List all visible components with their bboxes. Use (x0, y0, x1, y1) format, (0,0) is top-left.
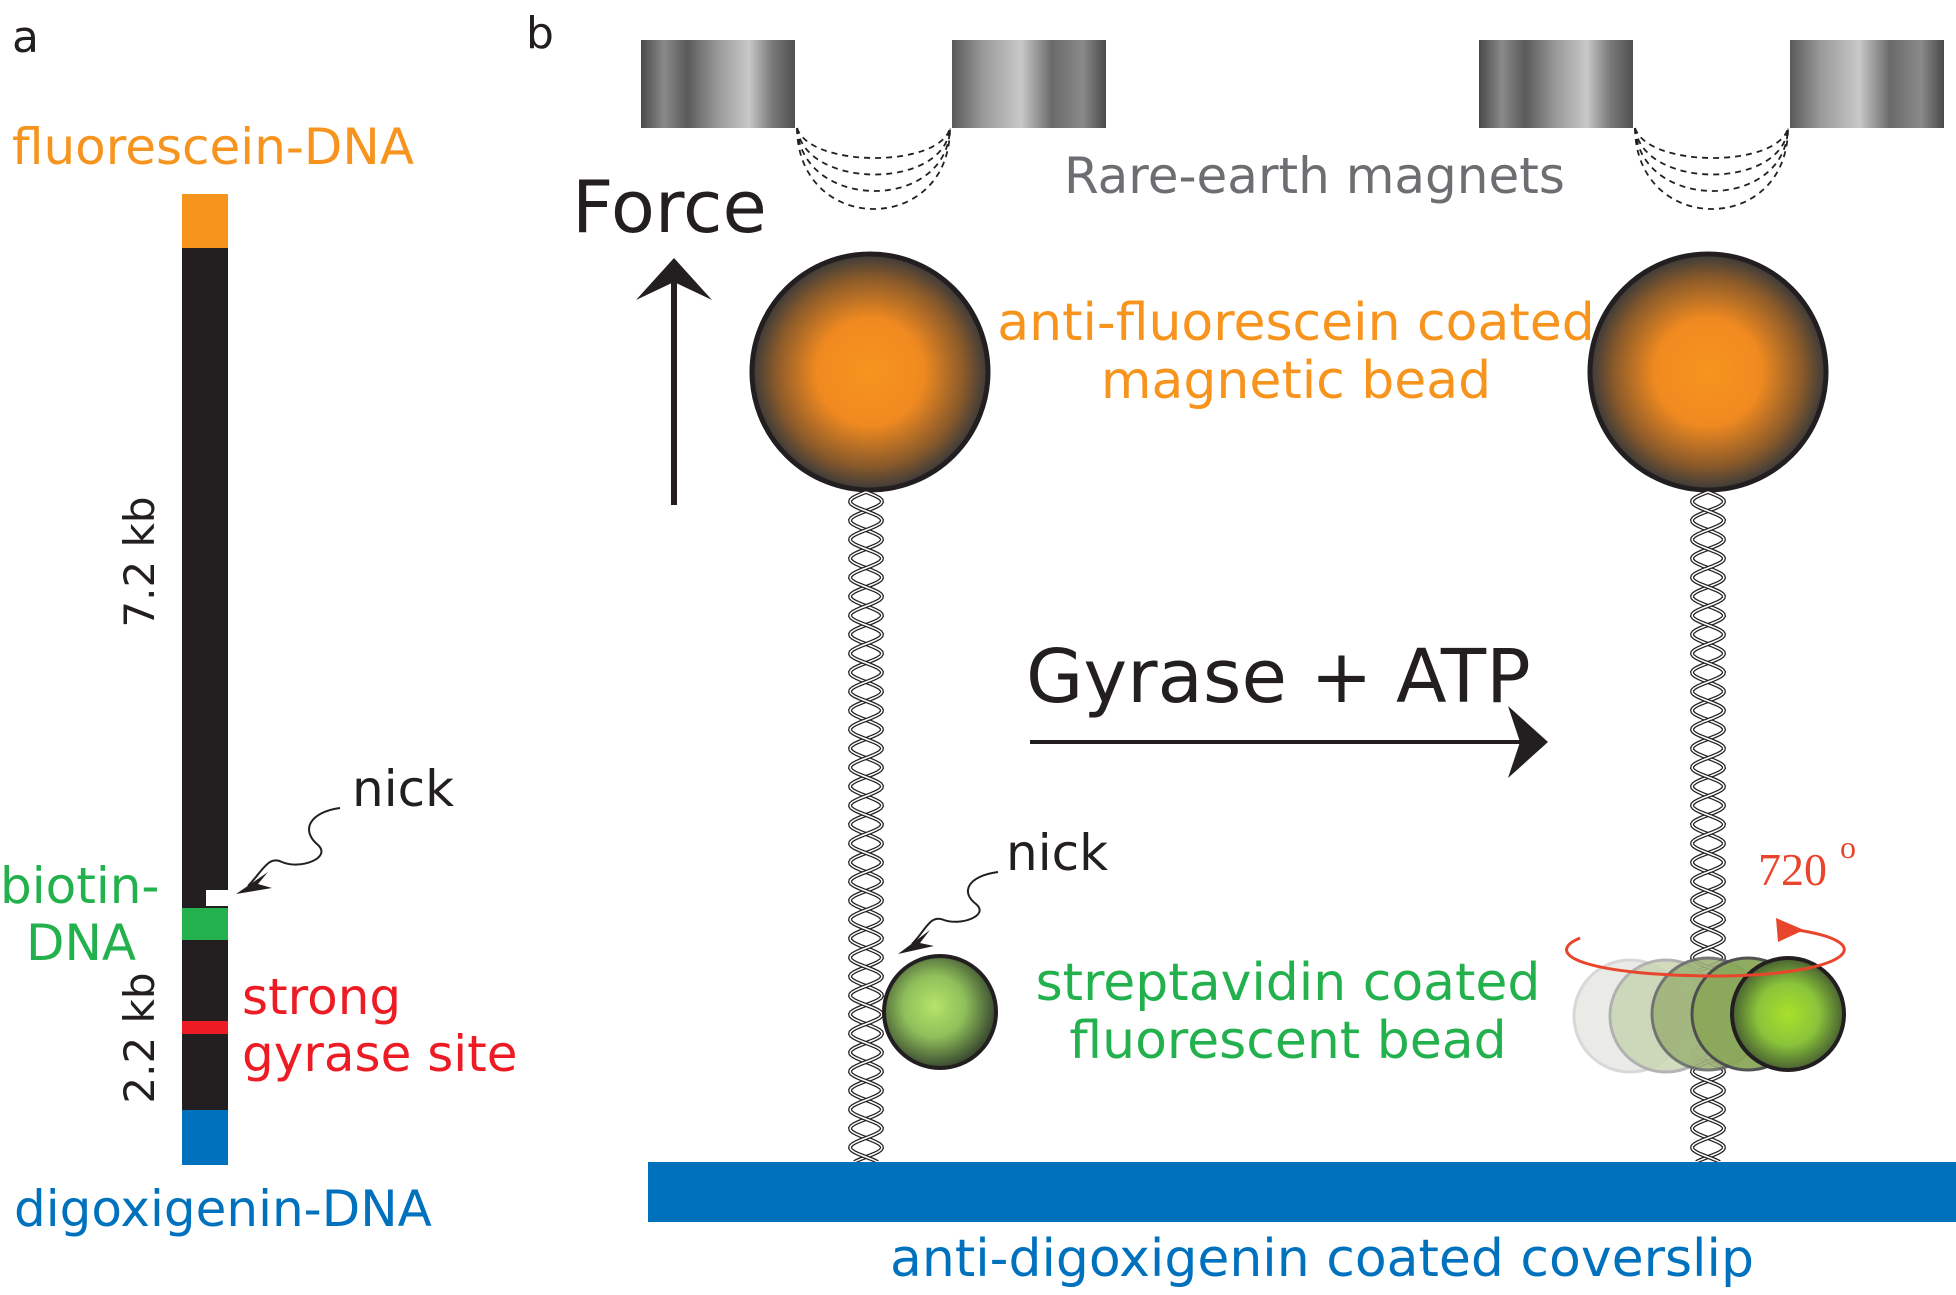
coverslip (648, 1162, 1956, 1222)
rotating-bead-trail (1572, 956, 1846, 1074)
coverslip-label: anti-digoxigenin coated coverslip (890, 1229, 1754, 1289)
field-lines-right (1634, 127, 1789, 210)
length-2-2kb-label: 2.2 kb (115, 972, 164, 1103)
nick-gap (206, 890, 228, 906)
gyrase-site-mark (182, 1021, 228, 1034)
nick-pointer-b (911, 871, 999, 945)
panel-a-label: a (12, 12, 39, 63)
fluorescein-segment (182, 194, 228, 248)
dna-long-segment (182, 248, 228, 908)
nick-label-a: nick (352, 760, 454, 818)
magnetic-bead-left (749, 251, 991, 493)
gyrase-site-label-line1: strong (242, 968, 401, 1026)
length-7-2kb-label: 7.2 kb (115, 496, 164, 627)
reaction-arrow-head (1508, 706, 1548, 778)
reaction-label: Gyrase + ATP (1026, 634, 1531, 720)
biotin-segment (182, 908, 228, 940)
biotin-label-line1: biotin- (0, 857, 159, 915)
rotation-arrowhead (1776, 918, 1804, 942)
rotation-degree: o (1840, 829, 1856, 865)
fluorescein-dna-label: fluorescein-DNA (12, 118, 414, 176)
force-arrow-head (636, 258, 712, 300)
magnet-left-1 (641, 40, 795, 128)
nick-pointer-a (247, 807, 341, 887)
biotin-label-line2: DNA (26, 914, 136, 972)
fluorescent-bead-right (1730, 956, 1846, 1072)
magnetic-bead-right (1587, 251, 1829, 493)
force-label: Force (572, 165, 767, 249)
magnetic-bead-label-line2: magnetic bead (1101, 351, 1491, 411)
dna-strand-highlight-2 (849, 491, 883, 1163)
magnet-right-1 (1479, 40, 1633, 128)
digoxigenin-segment (182, 1110, 228, 1165)
dna-helix-left (847, 490, 885, 1164)
panel-b-label: b (526, 8, 554, 59)
magnet-left-2 (952, 40, 1106, 128)
dna-strand-highlight-1 (849, 491, 883, 1163)
fluorescent-bead-left (882, 954, 998, 1070)
nick-arrowhead-b (898, 930, 934, 954)
rotation-arc (1565, 926, 1846, 978)
field-lines-left (796, 127, 951, 210)
fluorescent-bead-label-line1: streptavidin coated (1036, 953, 1541, 1013)
fluorescent-bead-label-line2: fluorescent bead (1069, 1011, 1506, 1071)
magnetic-bead-label-line1: anti-fluorescein coated (997, 293, 1594, 353)
magnet-right-2 (1790, 40, 1944, 128)
rotation-label: 720 (1758, 844, 1827, 895)
gyrase-site-label-line2: gyrase site (242, 1025, 518, 1083)
digoxigenin-dna-label: digoxigenin-DNA (14, 1180, 432, 1238)
nick-label-b: nick (1006, 824, 1108, 882)
nick-arrowhead-a (236, 872, 272, 894)
magnets-label: Rare-earth magnets (1064, 147, 1565, 205)
